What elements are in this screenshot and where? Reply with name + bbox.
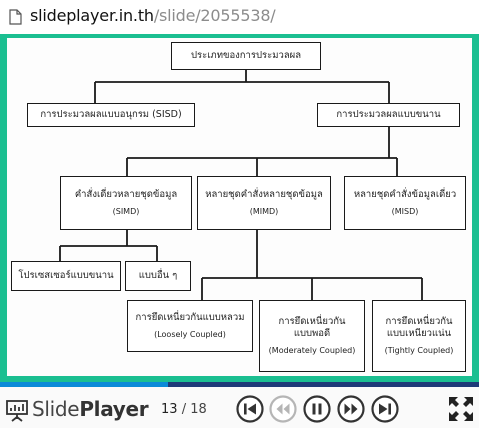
simd-line2: (SIMD)	[112, 206, 140, 216]
tightly-line2: แบบเหนียวแน่น	[386, 328, 452, 339]
moderately-line2: แบบพอดี	[293, 328, 331, 339]
slideplayer-logo-icon	[6, 400, 28, 422]
loosely-line2: (Loosely Coupled)	[154, 329, 226, 339]
tightly-line3: (Tightly Coupled)	[384, 345, 454, 355]
parallel-box: การประมวลผลแบบขนาน	[317, 103, 460, 127]
next-slide-icon[interactable]	[337, 395, 365, 423]
others-box: แบบอื่น ๆ	[125, 261, 191, 291]
moderately-line3: (Moderately Coupled)	[268, 345, 356, 355]
sisd-box: การประมวลผลแบบอนุกรม (SISD)	[27, 103, 195, 127]
misd-line1: หลายชุดคำสั่งข้อมูลเดี่ยว	[353, 189, 457, 201]
parallel-label: การประมวลผลแบบขนาน	[336, 109, 441, 121]
slide-canvas: ประเภทของการประมวลผล การประมวลผลแบบอนุกร…	[7, 38, 472, 376]
previous-slide-icon[interactable]	[269, 395, 297, 423]
moderately-coupled-box: การยึดเหนี่ยวกัน แบบพอดี (Moderately Cou…	[259, 300, 365, 372]
address-bar[interactable]: slideplayer.in.th/slide/2055538/	[0, 0, 479, 35]
progress-track[interactable]	[0, 382, 479, 387]
pause-icon[interactable]	[303, 395, 331, 423]
others-label: แบบอื่น ๆ	[138, 270, 178, 282]
progress-fill	[0, 382, 168, 387]
loosely-line1: การยึดเหนี่ยวกันแบบหลวม	[135, 312, 245, 324]
loosely-coupled-box: การยึดเหนี่ยวกันแบบหลวม (Loosely Coupled…	[127, 300, 253, 352]
mimd-line1: หลายชุดคำสั่งหลายชุดข้อมูล	[205, 189, 323, 201]
url-host: slideplayer.in.th	[30, 6, 154, 25]
url-path: /slide/2055538/	[153, 6, 276, 25]
player-bar: SlidePlayer 13 / 18	[0, 382, 479, 428]
moderately-line1: การยึดเหนี่ยวกัน	[278, 316, 346, 328]
misd-line2: (MISD)	[391, 206, 419, 216]
first-slide-icon[interactable]	[236, 395, 264, 423]
slide-counter: 13 / 18	[161, 402, 207, 417]
brand-wordmark[interactable]: SlidePlayer	[32, 397, 149, 421]
diagram-connectors	[59, 70, 423, 300]
vector-processor-label: โปรเซสเซอร์แบบขนาน	[18, 270, 114, 282]
simd-line1: คำสั่งเดี่ยวหลายชุดข้อมูล	[74, 189, 178, 201]
tightly-coupled-box: การยึดเหนี่ยวกัน แบบเหนียวแน่น (Tightly …	[372, 300, 466, 372]
fullscreen-icon[interactable]	[447, 395, 475, 423]
simd-box: คำสั่งเดี่ยวหลายชุดข้อมูล (SIMD)	[60, 176, 192, 230]
current-slide: 13	[161, 402, 178, 417]
last-slide-icon[interactable]	[371, 395, 399, 423]
misd-box: หลายชุดคำสั่งข้อมูลเดี่ยว (MISD)	[344, 176, 466, 230]
mimd-box: หลายชุดคำสั่งหลายชุดข้อมูล (MIMD)	[197, 176, 331, 230]
brand-part1: Slide	[32, 397, 80, 421]
root-label: ประเภทของการประมวลผล	[190, 50, 302, 62]
root-box: ประเภทของการประมวลผล	[171, 42, 321, 70]
mimd-line2: (MIMD)	[249, 206, 279, 216]
url-text[interactable]: slideplayer.in.th/slide/2055538/	[30, 6, 276, 25]
vector-processor-box: โปรเซสเซอร์แบบขนาน	[11, 261, 121, 291]
sisd-label: การประมวลผลแบบอนุกรม (SISD)	[40, 109, 182, 121]
total-slides: / 18	[181, 402, 207, 417]
slide-frame: ประเภทของการประมวลผล การประมวลผลแบบอนุกร…	[0, 34, 479, 382]
page-icon	[9, 9, 22, 25]
tightly-line1: การยึดเหนี่ยวกัน	[385, 316, 453, 328]
brand-part2: Player	[79, 397, 149, 421]
